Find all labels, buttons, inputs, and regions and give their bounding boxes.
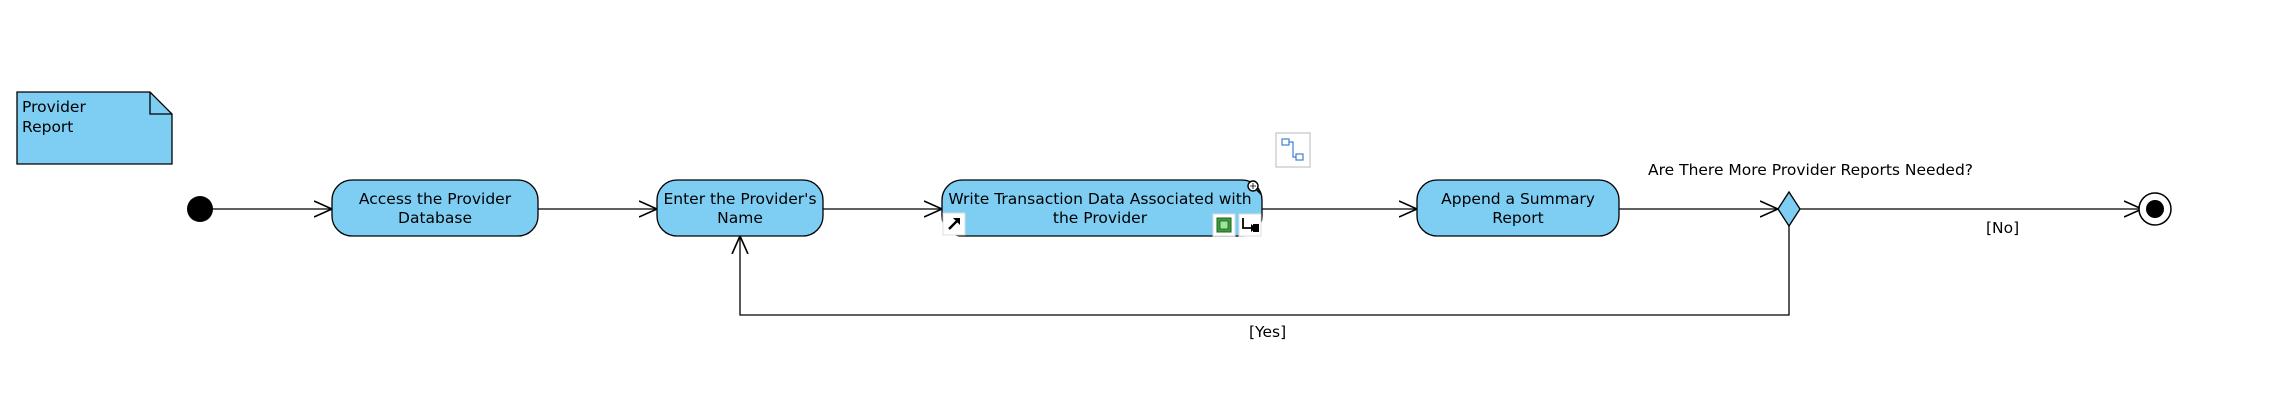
resource-link-icon[interactable] bbox=[942, 212, 966, 236]
guard-no-label: [No] bbox=[1986, 219, 2019, 237]
guard-yes-label: [Yes] bbox=[1249, 323, 1286, 341]
zoom-icon[interactable] bbox=[1247, 180, 1262, 195]
note-provider-report[interactable]: Provider Report bbox=[16, 91, 173, 165]
edge-decision-yes-loop[interactable] bbox=[740, 223, 1790, 316]
action-label-line-2: Report bbox=[1492, 209, 1543, 227]
action-write-transaction-data[interactable]: Write Transaction Data Associated with t… bbox=[941, 179, 1263, 237]
action-append-summary-report[interactable]: Append a Summary Report bbox=[1416, 179, 1620, 237]
initial-node[interactable] bbox=[187, 196, 213, 222]
action-label-line-1: Append a Summary bbox=[1441, 190, 1595, 208]
action-label-line-1: Enter the Provider's bbox=[663, 190, 816, 208]
decision-node[interactable] bbox=[1777, 190, 1801, 228]
action-label-line-2: Database bbox=[398, 209, 472, 227]
action-label-line-1: Access the Provider bbox=[359, 190, 512, 208]
action-access-provider-database[interactable]: Access the Provider Database bbox=[331, 179, 539, 237]
activity-final-node[interactable] bbox=[2138, 192, 2172, 226]
action-label-line-2: the Provider bbox=[1053, 209, 1148, 227]
decision-question: Are There More Provider Reports Needed? bbox=[1648, 161, 1973, 179]
action-label-line-2: Name bbox=[717, 209, 763, 227]
sub-diagram-icon[interactable] bbox=[1212, 213, 1236, 237]
action-label-line-1: Write Transaction Data Associated with bbox=[948, 190, 1251, 208]
note-line-2: Report bbox=[22, 118, 73, 136]
diagram-overview-icon[interactable] bbox=[1275, 132, 1311, 168]
connector-icon[interactable] bbox=[1238, 213, 1262, 237]
note-line-1: Provider bbox=[22, 98, 86, 116]
action-enter-provider-name[interactable]: Enter the Provider's Name bbox=[656, 179, 824, 237]
